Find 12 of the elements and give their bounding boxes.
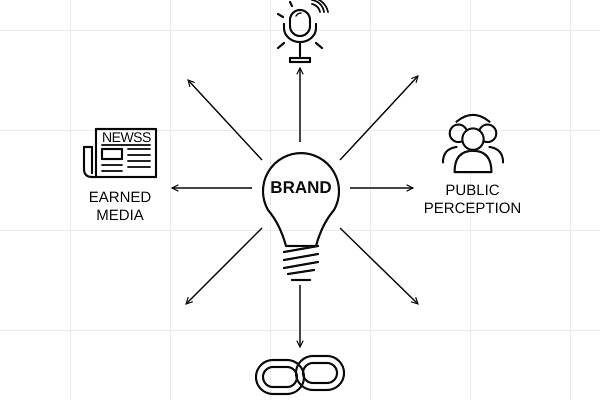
center-label: BRAND xyxy=(269,178,333,198)
node-label: EARNED MEDIA xyxy=(88,189,152,225)
arrow xyxy=(296,285,304,348)
arrow xyxy=(339,227,419,305)
arrow xyxy=(296,67,304,142)
arrow xyxy=(185,227,263,305)
node-label: PUBLIC PERCEPTION xyxy=(422,182,522,218)
arrow xyxy=(339,75,419,161)
newspaper-headline: NEWSS xyxy=(102,129,151,145)
arrow xyxy=(171,184,252,192)
arrow xyxy=(350,184,414,192)
arrow xyxy=(187,79,263,160)
